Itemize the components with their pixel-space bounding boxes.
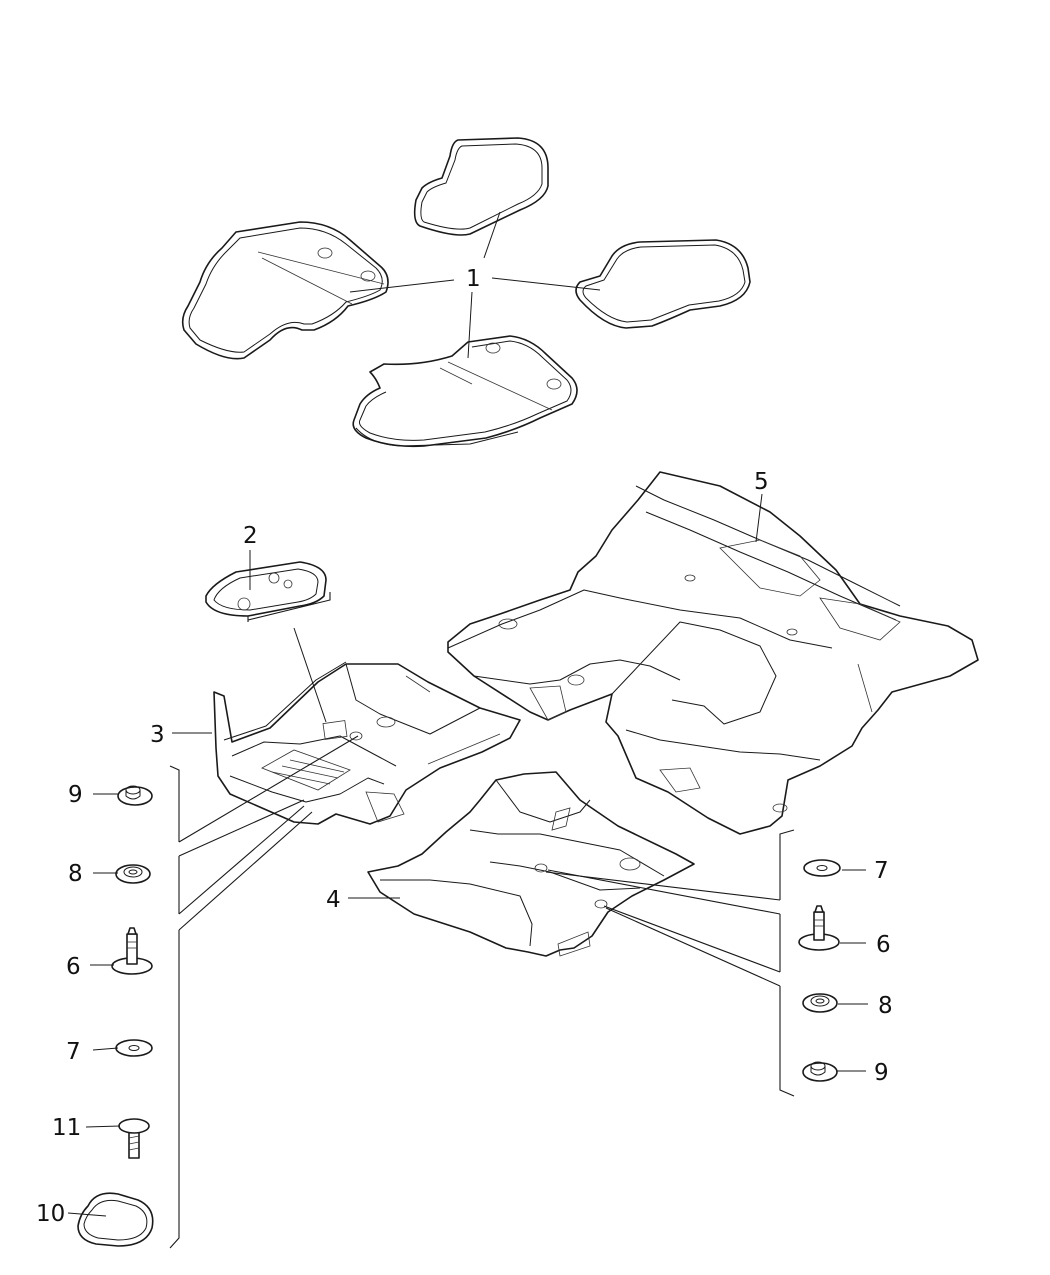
floor-mat-rear-right (575, 239, 751, 329)
callout-11: 11 (52, 1115, 81, 1141)
callout-5: 5 (754, 469, 769, 495)
callout-9-left: 9 (68, 782, 83, 808)
washer-right (803, 859, 841, 877)
callout-6-left: 6 (66, 954, 81, 980)
callout-7-right: 7 (874, 858, 889, 884)
floor-mat-front-left (181, 221, 389, 360)
nut-right (802, 993, 838, 1013)
nut-left (115, 864, 151, 884)
callout-3: 3 (150, 722, 165, 748)
floor-mat-rear-center (413, 137, 549, 236)
callout-2: 2 (243, 523, 258, 549)
stud-left (111, 927, 153, 975)
callout-7-left: 7 (66, 1039, 81, 1065)
floor-liner-front (213, 661, 521, 825)
callout-labels: 1 2 3 4 5 9 8 6 7 11 10 7 6 8 9 (36, 266, 893, 1227)
floor-carpet (447, 471, 979, 835)
washer-left (115, 1039, 153, 1057)
callout-10: 10 (36, 1201, 65, 1227)
leader-lines (67, 211, 868, 1217)
callout-1: 1 (466, 266, 481, 292)
callout-4: 4 (326, 887, 341, 913)
callout-9-right: 9 (874, 1060, 889, 1086)
callout-8-right: 8 (878, 993, 893, 1019)
callout-6-right: 6 (876, 932, 891, 958)
right-bracket (545, 829, 795, 1097)
floor-mat-front-right (352, 335, 578, 448)
clip-left (117, 785, 153, 806)
plug-left (77, 1192, 154, 1247)
left-bracket (169, 735, 359, 1249)
floor-mat-small (205, 561, 331, 622)
clip-right (802, 1061, 838, 1082)
callout-8-left: 8 (68, 861, 83, 887)
floor-liner-rear (367, 771, 695, 957)
stud-right (798, 905, 840, 951)
screw-left (118, 1118, 150, 1159)
